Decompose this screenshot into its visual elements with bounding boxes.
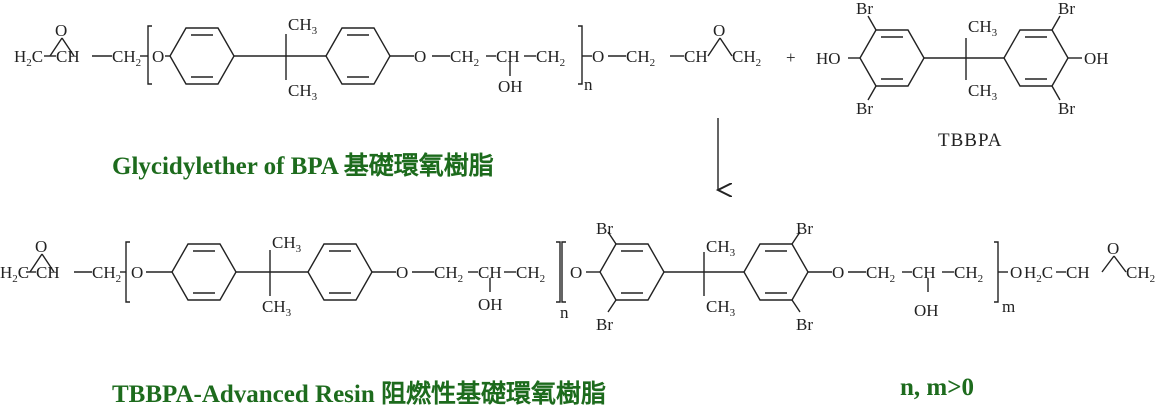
atom-label: H2C (0, 263, 29, 285)
atom-label: Br (856, 0, 873, 18)
atom-label: OH (1084, 49, 1109, 68)
atom-label: CH2 (1126, 263, 1155, 285)
product-caption: TBBPA-Advanced Resin 阻燃性基礎環氧樹脂 (112, 381, 607, 408)
atom-label: Br (1058, 99, 1075, 118)
atom-label: H2C (1024, 263, 1053, 285)
atom-label: O (832, 263, 844, 282)
atom-label: CH2 (112, 47, 141, 69)
atom-label: CH2 (536, 47, 565, 69)
repeat-index-n: n (560, 303, 569, 322)
plus-sign: + (786, 48, 796, 67)
atom-label: CH (1066, 263, 1090, 282)
atom-label: HO (816, 49, 841, 68)
atom-label: CH3 (288, 15, 318, 37)
atom-label: O (131, 263, 143, 282)
atom-label: O (570, 263, 582, 282)
atom-label: O (152, 47, 164, 66)
atom-label: OH (914, 301, 939, 320)
atom-label: CH3 (272, 233, 302, 255)
atom-label: Br (1058, 0, 1075, 18)
atom-label: CH3 (288, 81, 318, 103)
condition-caption: n, m>0 (900, 374, 974, 401)
atom-label: OH (498, 77, 523, 96)
atom-label: CH (56, 47, 80, 66)
atom-label: CH2 (732, 47, 761, 69)
atom-label: CH (478, 263, 502, 282)
atom-label: CH2 (92, 263, 121, 285)
atom-label: O (1107, 239, 1119, 258)
atom-label: O (1010, 263, 1022, 282)
atom-label: CH (684, 47, 708, 66)
atom-label: CH2 (626, 47, 655, 69)
atom-label: O (396, 263, 408, 282)
atom-label: Br (796, 315, 813, 334)
atom-label: CH2 (954, 263, 983, 285)
reactant-caption: Glycidylether of BPA 基礎環氧樹脂 (112, 153, 494, 180)
atom-label: CH (912, 263, 936, 282)
atom-label: O (414, 47, 426, 66)
atom-label: Br (596, 219, 613, 238)
atom-label: CH2 (450, 47, 479, 69)
atom-label: O (55, 21, 67, 40)
atom-label: O (35, 237, 47, 256)
atom-label: CH (36, 263, 60, 282)
repeat-index-m: m (1002, 297, 1015, 316)
atom-label: Br (856, 99, 873, 118)
atom-label: CH3 (262, 297, 292, 319)
atom-label: Br (596, 315, 613, 334)
atom-label: Br (796, 219, 813, 238)
atom-label: OH (478, 295, 503, 314)
atom-label: O (592, 47, 604, 66)
atom-label: CH3 (968, 17, 998, 39)
atom-label: CH3 (968, 81, 998, 103)
atom-label: CH2 (516, 263, 545, 285)
atom-label: CH (496, 47, 520, 66)
atom-label: H2C (14, 47, 43, 69)
atom-label: CH2 (866, 263, 895, 285)
atom-label: CH3 (706, 237, 736, 259)
atom-label: CH3 (706, 297, 736, 319)
repeat-index-n: n (584, 75, 593, 94)
atom-label: O (713, 21, 725, 40)
atom-label: CH2 (434, 263, 463, 285)
tbbpa-caption: TBBPA (938, 130, 1003, 151)
